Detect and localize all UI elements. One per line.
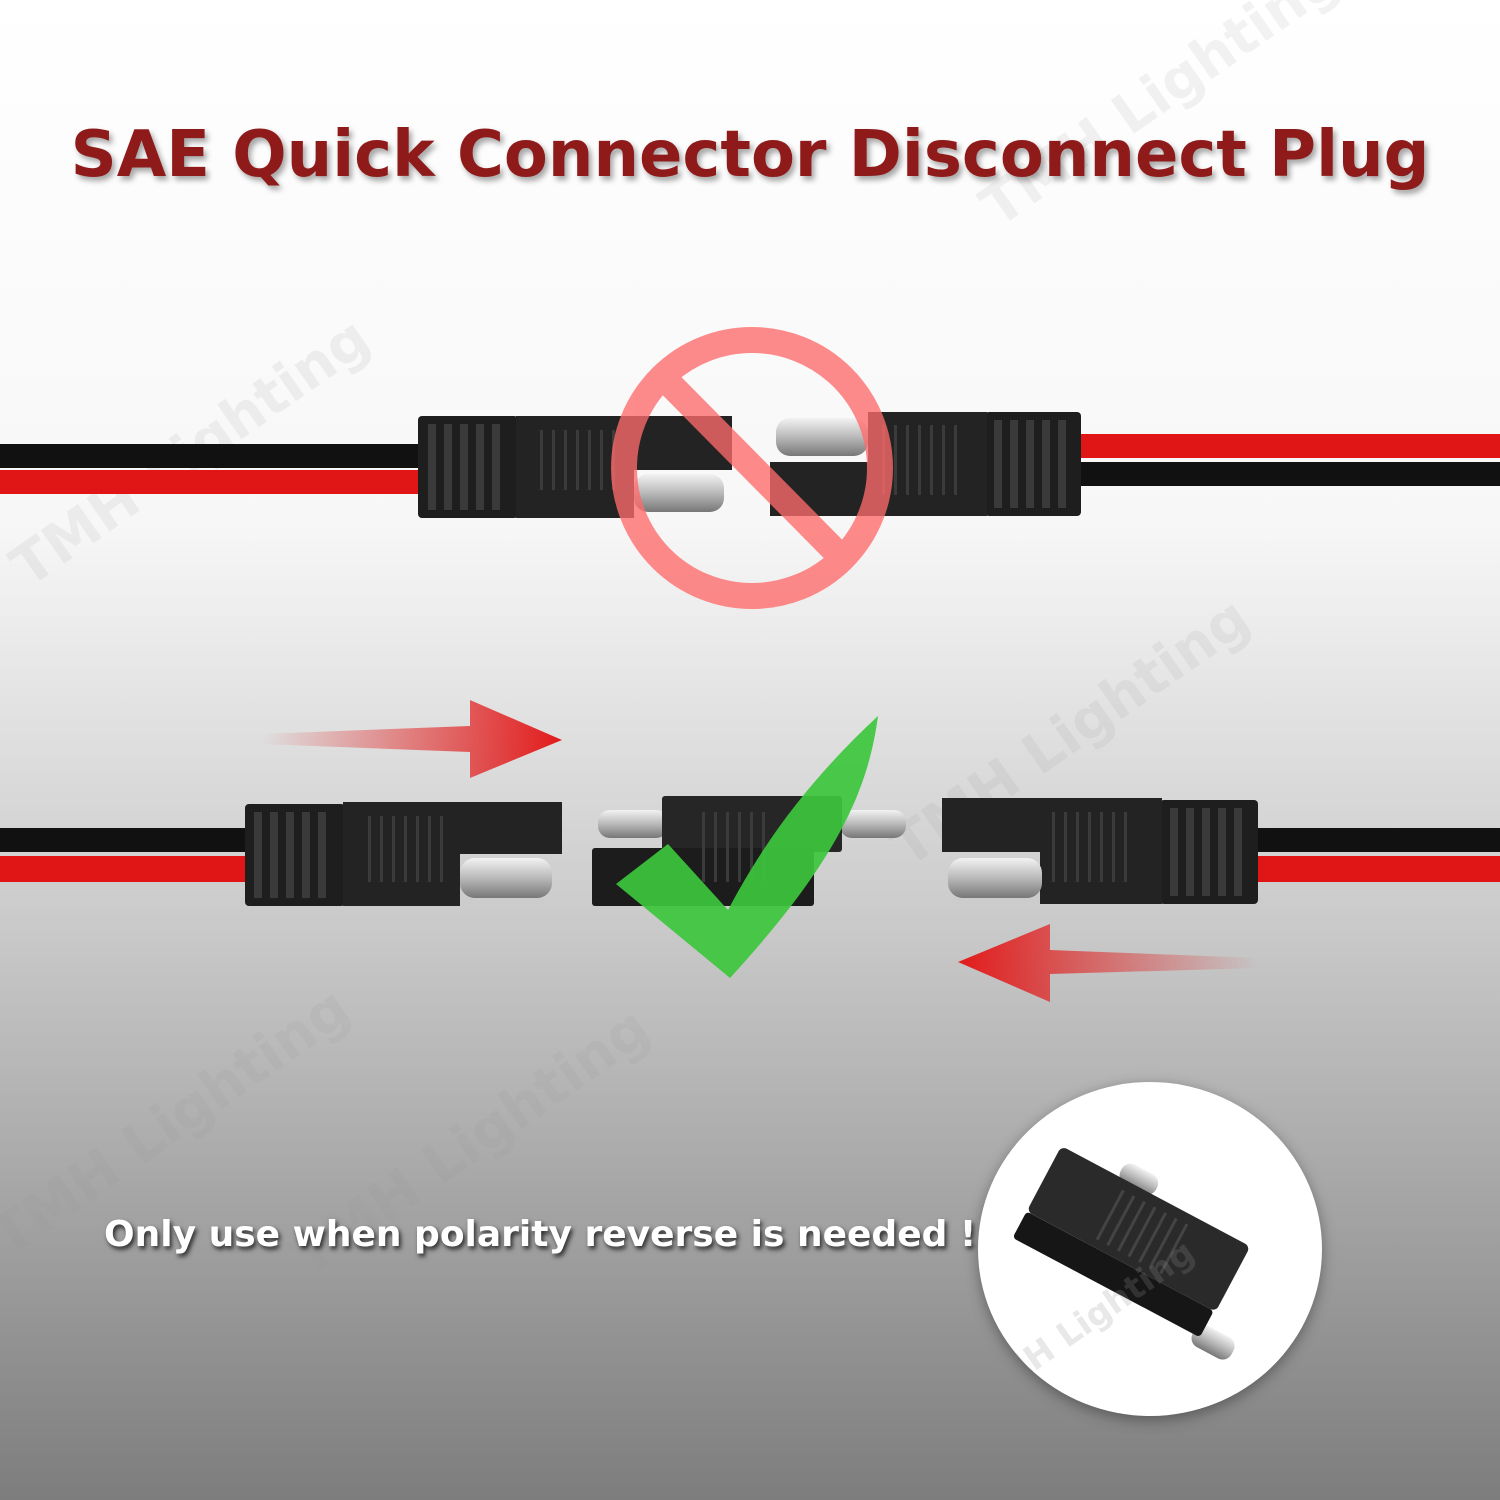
- bottom-right-connector: [942, 798, 1258, 904]
- bottom-left-cable: [0, 828, 250, 882]
- bottom-left-connector: [245, 802, 562, 906]
- bottom-right-cable: [1255, 828, 1500, 882]
- top-left-connector: [418, 416, 732, 518]
- polarity-note: Only use when polarity reverse is needed…: [104, 1214, 977, 1255]
- top-right-connector: [770, 412, 1081, 516]
- top-left-cable: [0, 444, 420, 494]
- top-right-cable: [1080, 434, 1500, 486]
- adapter-inset-image: [1013, 1148, 1249, 1360]
- adapter-inset: TMH Lighting: [978, 1082, 1322, 1416]
- arrow-right-icon: [262, 700, 562, 778]
- prohibited-icon: [611, 327, 893, 609]
- checkmark-icon: [616, 716, 878, 978]
- page-title: SAE Quick Connector Disconnect Plug: [70, 118, 1430, 192]
- arrow-left-icon: [958, 924, 1258, 1002]
